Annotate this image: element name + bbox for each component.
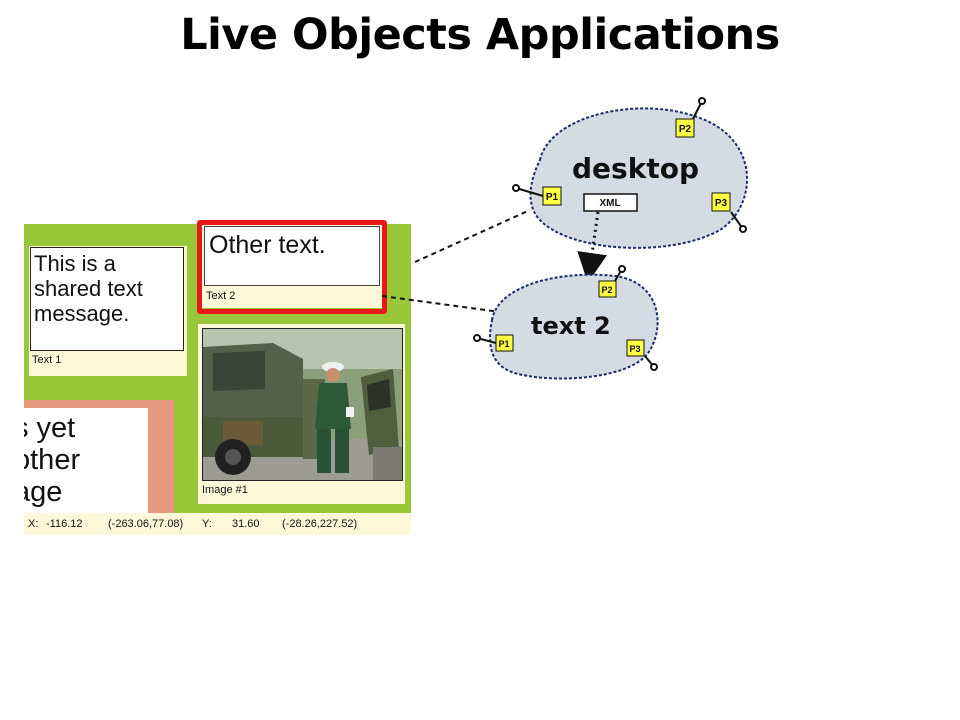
text1-content: This is a shared text message. (34, 251, 143, 326)
text2-port-p3[interactable] (626, 339, 645, 357)
desktop-port-p1-label: P1 (546, 192, 559, 203)
text3-line1: s yet (24, 412, 76, 444)
desktop-port-p2-label: P2 (679, 124, 692, 135)
text3-line3: age (24, 476, 63, 508)
status-y-range: (-28.26,227.52) (282, 518, 358, 530)
desktop-port-p3-label: P3 (715, 198, 728, 209)
image-caption: Image #1 (202, 484, 248, 496)
text2-port-p2[interactable] (598, 280, 617, 298)
desktop-label: desktop (572, 152, 699, 185)
desktop-port-p3[interactable] (711, 192, 731, 212)
text2-port-p3-label: P3 (629, 344, 640, 354)
status-bar: X: -116.12 (-263.06,77.08) Y: 31.60 (-28… (24, 513, 411, 535)
text1-panel[interactable]: This is a shared text message. Text 1 (29, 246, 187, 376)
text3-panel[interactable]: s yet other age (24, 400, 174, 520)
app-window: This is a shared text message. Text 1 Ot… (24, 224, 411, 535)
status-x-label: X: (28, 518, 39, 530)
text2-highlight (197, 220, 387, 314)
text2-port-p1[interactable] (495, 334, 514, 352)
xml-badge[interactable] (583, 193, 638, 212)
text2-box[interactable]: Other text. (204, 226, 380, 286)
photo-image (202, 328, 403, 481)
text2-content: Other text. (209, 231, 326, 259)
text2-label: text 2 (531, 312, 611, 340)
status-x-range: (-263.06,77.08) (108, 518, 184, 530)
connector-desktop (414, 209, 531, 263)
text2-port-p1-label: P1 (498, 339, 509, 349)
text2-blob[interactable] (489, 273, 659, 380)
text3-line2: other (24, 444, 81, 476)
text2-port-p2-label: P2 (601, 285, 612, 295)
xml-badge-label: XML (599, 198, 620, 209)
status-y-value: 31.60 (232, 518, 260, 530)
photo-soldier-jeep (203, 329, 402, 480)
desktop-port-p2[interactable] (675, 118, 695, 138)
connector-text2 (381, 295, 501, 313)
desktop-port-p1[interactable] (542, 186, 562, 206)
text1-caption: Text 1 (32, 354, 62, 366)
slide-title: Live Objects Applications (180, 10, 780, 60)
text2-panel[interactable]: Other text. Text 2 (202, 224, 382, 308)
status-x-value: -116.12 (46, 518, 83, 530)
text1-box[interactable]: This is a shared text message. (30, 247, 184, 351)
desktop-blob[interactable] (529, 107, 748, 249)
text3-box[interactable]: s yet other age (24, 408, 148, 520)
text2-caption: Text 2 (206, 290, 236, 302)
status-y-label: Y: (202, 518, 212, 530)
